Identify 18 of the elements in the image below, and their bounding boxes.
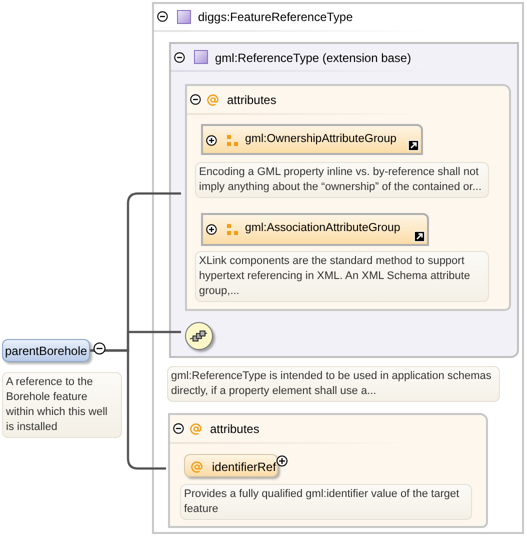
description-note: A reference to the Borehole feature within which this well is installed: [2, 372, 122, 438]
type-name: diggs:FeatureReferenceType: [198, 9, 353, 26]
description-note: XLink components are the standard method to support hypertext referencing in XML. An XML Schema attribute group,...: [195, 251, 489, 302]
section-title: attributes: [227, 92, 276, 109]
connector-line: [90, 349, 166, 470]
element-name: parentBorehole: [4, 342, 88, 360]
attribute-group-box: [201, 124, 423, 155]
type-name: gml:ReferenceType (extension base): [215, 50, 412, 67]
attribute-group-box: [201, 213, 429, 246]
element-box: [2, 339, 90, 362]
group-name: gml:OwnershipAttributeGroup: [245, 132, 396, 147]
attribute-box: [184, 454, 278, 477]
section-title: attributes: [210, 421, 260, 438]
description-note: gml:ReferenceType is intended to be used in application schemas directly, if a property element shall use a...: [167, 366, 500, 402]
description-note: Encoding a GML property inline vs. by-reference shall not imply anything about the “ownership” of the contained or...: [195, 162, 489, 198]
description-note: Provides a fully qualified gml:identifier value of the target feature: [180, 484, 472, 520]
attribute-name: identifierRef: [212, 459, 276, 476]
group-name: gml:AssociationAttributeGroup: [245, 221, 400, 236]
